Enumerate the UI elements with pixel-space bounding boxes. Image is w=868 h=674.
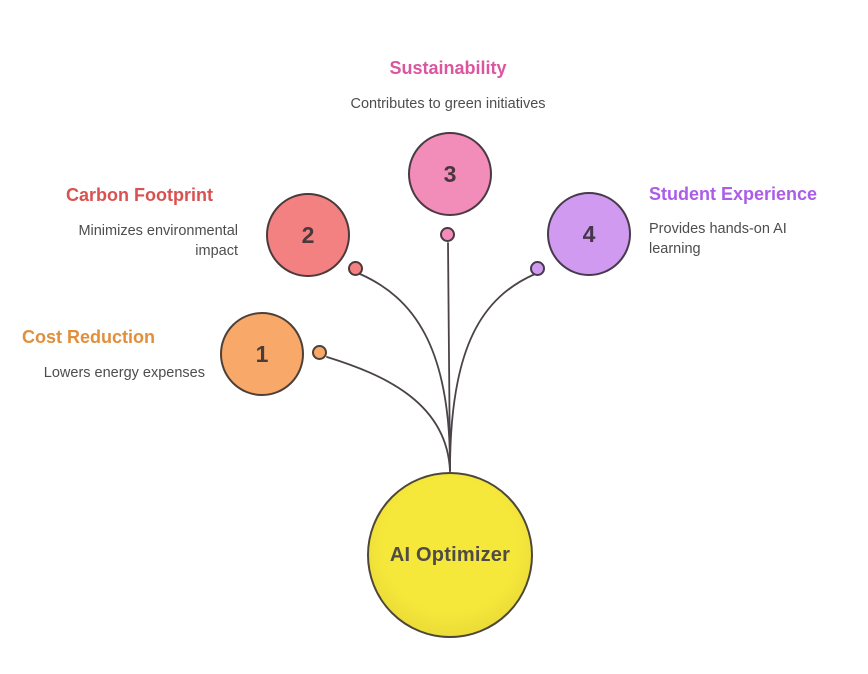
branch-title-cost-reduction: Cost Reduction xyxy=(22,327,155,347)
branch-title-student-experience: Student Experience xyxy=(649,184,818,204)
anchor-dot-student-experience xyxy=(530,261,545,276)
branch-title-sustainability: Sustainability xyxy=(389,58,507,78)
center-node-ai-optimizer: AI Optimizer xyxy=(367,472,533,638)
node-circle-student-experience: 4 xyxy=(547,192,631,276)
anchor-dot-sustainability xyxy=(440,227,455,242)
branch-description-carbon-footprint: Minimizes environmental impact xyxy=(78,223,238,259)
connector-carbon-footprint xyxy=(359,273,451,472)
anchor-dot-cost-reduction xyxy=(312,345,327,360)
connector-student-experience xyxy=(449,273,536,472)
branch-description-student-experience: Provides hands-on AI learning xyxy=(649,221,787,257)
branch-title-carbon-footprint: Carbon Footprint xyxy=(66,185,213,205)
node-circle-cost-reduction: 1 xyxy=(220,312,304,396)
connector-sustainability xyxy=(447,242,451,472)
node-number-2: 2 xyxy=(301,221,315,248)
anchor-dot-carbon-footprint xyxy=(348,261,363,276)
node-number-4: 4 xyxy=(582,220,596,247)
node-circle-sustainability: 3 xyxy=(408,132,492,216)
node-circle-carbon-footprint: 2 xyxy=(266,193,350,277)
branch-description-cost-reduction: Lowers energy expenses xyxy=(43,365,205,381)
branch-description-sustainability: Contributes to green initiatives xyxy=(350,96,546,112)
connector-cost-reduction xyxy=(326,356,451,472)
node-number-1: 1 xyxy=(255,340,269,367)
center-node-label: AI Optimizer xyxy=(389,543,511,566)
node-number-3: 3 xyxy=(443,160,457,187)
